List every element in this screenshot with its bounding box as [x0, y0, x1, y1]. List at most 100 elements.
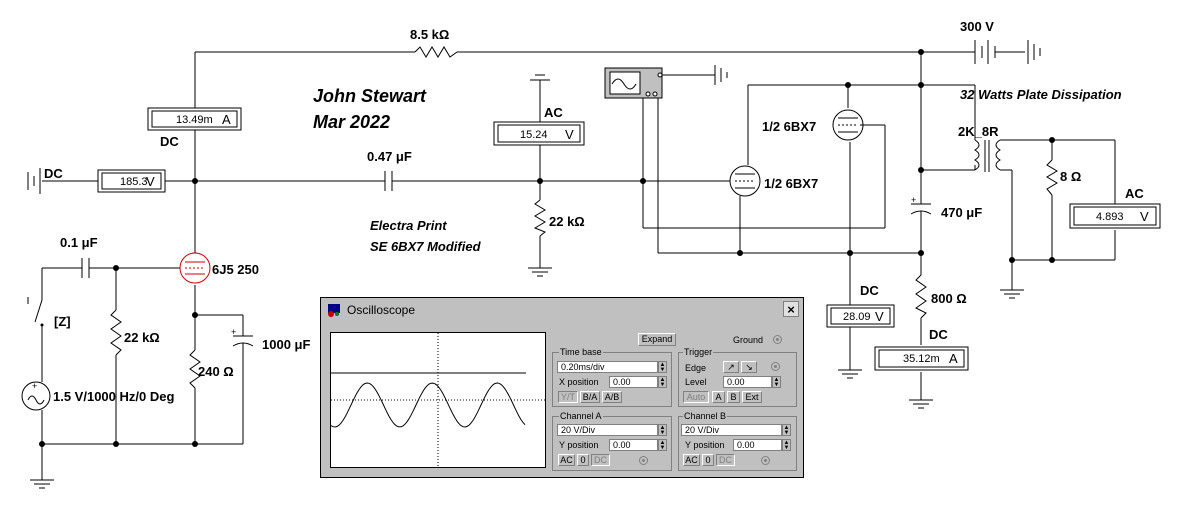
capacitor-01uf[interactable] — [75, 258, 95, 278]
svg-text:V: V — [565, 127, 574, 142]
channel-a-scale-select[interactable]: 20 V/Div — [557, 424, 658, 436]
svg-text:A: A — [949, 351, 958, 366]
meter-plate-voltage[interactable]: 185.3 V — [97, 169, 166, 193]
channel-b-ac-button[interactable]: AC — [683, 454, 700, 466]
channel-b-scale-spinner[interactable]: ▲▼ — [782, 424, 791, 436]
label-supply: 300 V — [960, 19, 994, 34]
label-dc-cathode: DC — [860, 283, 879, 298]
label-source: 1.5 V/1000 Hz/0 Deg — [53, 389, 174, 404]
trigger-group — [678, 352, 797, 407]
ground-ac-meter — [530, 74, 550, 81]
oscilloscope-titlebar[interactable]: Oscilloscope × — [323, 300, 801, 320]
trigger-label: Trigger — [683, 347, 714, 357]
channel-a-dc-button[interactable]: DC — [591, 454, 610, 466]
channel-a-terminal[interactable] — [639, 456, 648, 465]
capacitor-470uf[interactable]: + — [910, 195, 932, 220]
level-input[interactable]: 0.00 — [723, 376, 772, 388]
meter-ac-output[interactable]: 4.893 V — [1069, 203, 1161, 229]
label-c-input: 0.1 μF — [60, 235, 98, 250]
channel-b-scale-select[interactable]: 20 V/Div — [681, 424, 782, 436]
svg-text:V: V — [1140, 209, 1149, 224]
switch[interactable] — [27, 297, 44, 327]
channel-b-ypos-spinner[interactable]: ▲▼ — [782, 439, 791, 451]
label-r-input: 22 kΩ — [124, 330, 160, 345]
mode-ab-button[interactable]: A/B — [602, 391, 622, 403]
label-v2b-tube: 1/2 6BX7 — [762, 119, 816, 134]
channel-b-ypos-input[interactable]: 0.00 — [733, 439, 782, 451]
trigger-b-button[interactable]: B — [727, 391, 740, 403]
mode-ba-button[interactable]: B/A — [580, 391, 600, 403]
channel-a-zero-button[interactable]: 0 — [577, 454, 589, 466]
tube-6bx7-a[interactable] — [729, 165, 761, 197]
label-v2a-tube: 1/2 6BX7 — [764, 176, 818, 191]
label-r-feedback: 8.5 kΩ — [410, 27, 449, 42]
tube-6bx7-b[interactable] — [832, 109, 864, 141]
oscilloscope-title: Oscilloscope — [347, 303, 416, 317]
svg-text:15.24: 15.24 — [520, 129, 548, 141]
tube-6j5[interactable] — [179, 250, 211, 284]
resistor-22k-grid[interactable] — [533, 199, 546, 237]
battery-dc-left[interactable] — [27, 168, 41, 194]
label-dc-plate-voltage: DC — [44, 166, 63, 181]
channel-a-label: Channel A — [559, 411, 603, 421]
meter-cathode-voltage[interactable]: 28.09 V — [826, 304, 895, 328]
meter-plate-current[interactable]: 13.49m A — [147, 107, 242, 131]
label-r-grid: 22 kΩ — [549, 214, 585, 229]
design-line-1: Electra Print — [370, 218, 447, 233]
channel-b-ypos-label: Y position — [685, 440, 725, 450]
trigger-a-button[interactable]: A — [712, 391, 725, 403]
svg-text:28.09: 28.09 — [843, 311, 871, 323]
battery-300v[interactable] — [965, 40, 1041, 64]
svg-text:A: A — [222, 112, 231, 127]
svg-text:13.49m: 13.49m — [176, 114, 213, 126]
x-position-label: X position — [559, 377, 599, 387]
edge-label: Edge — [685, 363, 707, 373]
ground-scope — [714, 65, 728, 85]
channel-b-label: Channel B — [683, 411, 728, 421]
timebase-spinner[interactable]: ▲▼ — [658, 361, 667, 373]
plate-note: 32 Watts Plate Dissipation — [960, 87, 1122, 102]
resistor-8k5[interactable] — [414, 46, 458, 58]
edge-rising-button[interactable]: ↗ — [723, 361, 739, 373]
channel-a-ypos-input[interactable]: 0.00 — [609, 439, 658, 451]
timebase-select[interactable]: 0.20ms/div — [557, 361, 658, 373]
output-transformer[interactable] — [974, 139, 1001, 172]
resistor-800[interactable] — [915, 274, 927, 319]
channel-a-group — [552, 416, 672, 471]
channel-b-group — [678, 416, 797, 471]
level-spinner[interactable]: ▲▼ — [772, 376, 781, 388]
oscilloscope-probe-icon[interactable] — [604, 67, 663, 99]
channel-a-ac-button[interactable]: AC — [558, 454, 575, 466]
resistor-22k-input[interactable] — [110, 309, 122, 356]
label-c-coupling: 0.47 μF — [367, 149, 412, 164]
meter-ac-grid[interactable]: 15.24 V — [493, 121, 585, 146]
edge-falling-button[interactable]: ↘ — [741, 361, 757, 373]
close-button[interactable]: × — [783, 301, 799, 317]
channel-a-ypos-spinner[interactable]: ▲▼ — [658, 439, 667, 451]
x-position-input[interactable]: 0.00 — [609, 376, 658, 388]
resistor-240[interactable] — [189, 330, 201, 389]
oscilloscope-app-icon — [328, 304, 340, 317]
channel-b-dc-button[interactable]: DC — [716, 454, 735, 466]
svg-text:+: + — [231, 327, 236, 337]
trigger-auto-button[interactable]: Auto — [683, 391, 709, 403]
oscilloscope-window[interactable]: Oscilloscope × Expand Ground Time base 0… — [320, 297, 804, 478]
design-line-2: SE 6BX7 Modified — [370, 239, 482, 254]
meter-output-current[interactable]: 35.12m A — [874, 346, 969, 371]
label-dc-plate-current: DC — [160, 134, 179, 149]
svg-text:+: + — [911, 195, 916, 205]
trigger-terminal[interactable] — [771, 362, 780, 371]
x-position-spinner[interactable]: ▲▼ — [658, 376, 667, 388]
capacitor-047uf[interactable] — [380, 171, 397, 191]
channel-b-zero-button[interactable]: 0 — [702, 454, 714, 466]
ground-terminal[interactable] — [773, 335, 782, 344]
expand-button[interactable]: Expand — [638, 333, 676, 346]
ac-source[interactable]: + — [21, 381, 51, 411]
timebase-label: Time base — [559, 347, 603, 357]
capacitor-1000uf[interactable]: + — [231, 327, 254, 350]
resistor-8ohm[interactable] — [1046, 159, 1058, 196]
channel-a-scale-spinner[interactable]: ▲▼ — [658, 424, 667, 436]
trigger-ext-button[interactable]: Ext — [742, 391, 762, 403]
channel-b-terminal[interactable] — [761, 456, 770, 465]
mode-yt-button[interactable]: Y/T — [558, 391, 578, 403]
